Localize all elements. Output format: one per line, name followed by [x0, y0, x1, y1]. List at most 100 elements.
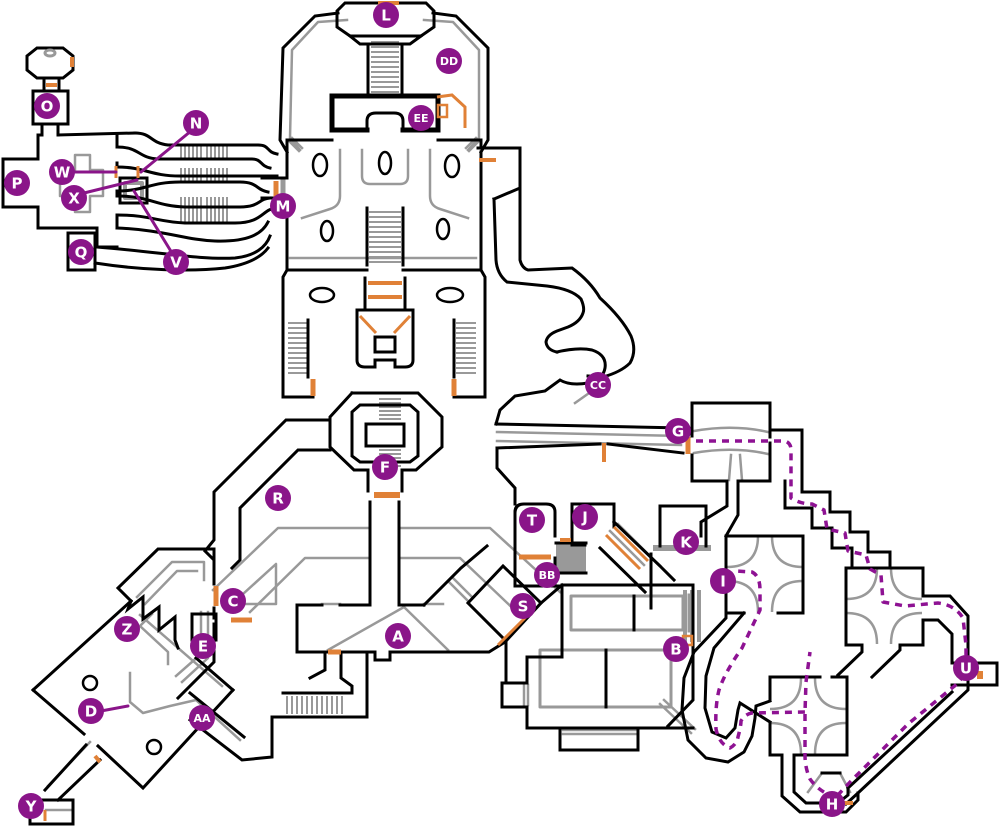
- marker-K: K: [673, 529, 699, 555]
- marker-circle: [372, 454, 398, 480]
- marker-label: J: [581, 509, 588, 527]
- marker-leader-line: [132, 189, 174, 255]
- detail-line: [727, 453, 744, 482]
- detail-line: [522, 683, 530, 707]
- marker-label: I: [720, 573, 726, 591]
- marker-label: K: [680, 534, 693, 552]
- wall: [364, 422, 406, 448]
- marker-label: N: [190, 115, 203, 133]
- wall: [278, 11, 340, 155]
- marker-label: F: [380, 459, 390, 477]
- marker-label: H: [826, 796, 839, 814]
- marker-Q: Q: [68, 239, 94, 265]
- wall: [115, 547, 216, 604]
- wall: [115, 194, 272, 209]
- route-path: [803, 651, 837, 799]
- marker-BB: BB: [534, 562, 560, 588]
- marker-circle: [78, 698, 104, 724]
- marker-Z: Z: [114, 616, 140, 642]
- detail-line: [428, 148, 470, 220]
- wall: [365, 111, 405, 132]
- wall: [31, 89, 70, 126]
- wall: [355, 308, 415, 369]
- wall: [492, 197, 586, 354]
- detail-line: [692, 448, 770, 456]
- detail-line: [397, 556, 525, 620]
- marker-label: A: [392, 628, 404, 646]
- marker-DD: DD: [436, 48, 462, 74]
- detail-line: [446, 575, 474, 603]
- marker-label: Y: [25, 798, 38, 816]
- marker-circle: [673, 529, 699, 555]
- wall: [339, 650, 354, 695]
- marker-B: B: [663, 636, 689, 662]
- marker-circle: [572, 504, 598, 530]
- wall: [42, 76, 61, 93]
- door: [604, 533, 642, 571]
- wall: [93, 245, 271, 272]
- pillar: [319, 219, 335, 243]
- wall: [115, 206, 277, 225]
- wall: [724, 534, 805, 615]
- wall: [187, 690, 247, 740]
- lift-platform: [556, 543, 586, 573]
- marker-AA: AA: [189, 705, 215, 731]
- marker-S: S: [510, 593, 536, 619]
- wall: [494, 347, 607, 426]
- wall: [495, 446, 517, 506]
- marker-CC: CC: [585, 372, 611, 398]
- wall: [703, 610, 773, 740]
- marker-circle: [189, 705, 215, 731]
- marker-leader-line: [99, 704, 130, 713]
- pillar: [311, 152, 329, 178]
- wall: [373, 335, 397, 354]
- marker-circle: [510, 593, 536, 619]
- wall: [115, 180, 270, 194]
- wall: [307, 650, 327, 681]
- marker-circle: [534, 562, 560, 588]
- walkway-cross: [845, 567, 923, 645]
- marker-G: G: [665, 418, 691, 444]
- marker-circle: [408, 105, 434, 131]
- marker-X: X: [61, 185, 87, 211]
- wall: [56, 131, 137, 137]
- wall: [690, 401, 772, 483]
- wall: [1, 133, 119, 249]
- marker-circle: [519, 507, 545, 533]
- pillar: [308, 286, 336, 304]
- wall: [421, 543, 490, 608]
- wall: [30, 598, 236, 791]
- marker-circle: [819, 791, 845, 817]
- marker-Y: Y: [18, 793, 44, 819]
- wall: [680, 611, 772, 764]
- marker-circle: [49, 159, 75, 185]
- detail-line: [135, 560, 206, 599]
- wall: [66, 231, 97, 272]
- wall: [281, 267, 487, 399]
- wall: [921, 594, 970, 665]
- wall: [187, 715, 274, 762]
- marker-N: N: [183, 110, 209, 136]
- wall: [270, 650, 369, 719]
- marker-label: B: [670, 641, 681, 659]
- marker-label: BB: [539, 569, 556, 582]
- marker-R: R: [265, 485, 291, 511]
- wall: [285, 138, 483, 154]
- marker-label: V: [170, 254, 182, 272]
- marker-circle: [190, 633, 216, 659]
- marker-label: AA: [193, 712, 211, 725]
- marker-J: J: [572, 504, 598, 530]
- wall: [193, 655, 236, 693]
- wall: [554, 541, 588, 575]
- wall: [365, 206, 405, 267]
- door: [612, 525, 650, 563]
- wall: [115, 219, 271, 243]
- marker-leader-line: [82, 178, 139, 195]
- detail-line: [326, 605, 450, 652]
- detail-line: [138, 613, 224, 688]
- marker-circle: [373, 2, 399, 28]
- marker-A: A: [385, 623, 411, 649]
- wall: [366, 468, 404, 493]
- wall: [500, 583, 695, 730]
